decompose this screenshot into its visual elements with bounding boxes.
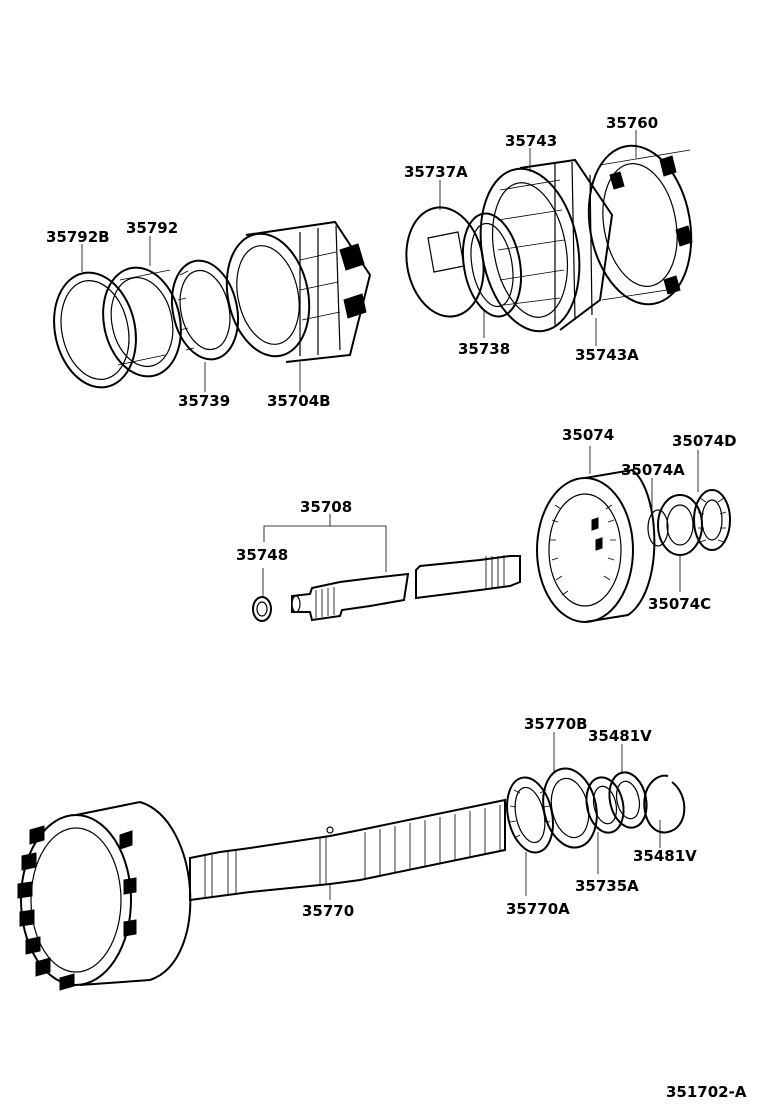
label-35074: 35074 bbox=[562, 426, 614, 444]
label-35481V-top: 35481V bbox=[588, 727, 652, 745]
part-35738-bearing bbox=[461, 212, 523, 318]
part-35735A-ring bbox=[585, 776, 625, 834]
label-35792: 35792 bbox=[126, 219, 178, 237]
label-35770A: 35770A bbox=[506, 900, 570, 918]
bracket-35708 bbox=[263, 514, 387, 572]
part-35481V-ring-b bbox=[643, 774, 686, 834]
figure-code: 351702-A bbox=[666, 1083, 747, 1101]
leaders-top-left bbox=[81, 236, 301, 392]
part-35743-carrier bbox=[479, 158, 614, 333]
label-35704B: 35704B bbox=[267, 392, 331, 410]
leaders-middle bbox=[589, 446, 699, 592]
part-35704B-drum bbox=[225, 220, 372, 363]
part-35792-race bbox=[102, 266, 182, 378]
label-35748: 35748 bbox=[236, 546, 288, 564]
part-35708-shaft bbox=[291, 555, 521, 622]
label-35737A: 35737A bbox=[404, 163, 468, 181]
part-35770A-bearing bbox=[506, 776, 554, 854]
label-35481V-right: 35481V bbox=[633, 847, 697, 865]
label-35708: 35708 bbox=[300, 498, 352, 516]
part-35739-bearing bbox=[171, 259, 239, 361]
part-labels: 35792B 35792 35739 35704B 35737A 35743 3… bbox=[46, 114, 747, 1101]
label-35735A: 35735A bbox=[575, 877, 639, 895]
label-35792B: 35792B bbox=[46, 228, 110, 246]
label-35074C: 35074C bbox=[648, 595, 711, 613]
label-35770: 35770 bbox=[302, 902, 354, 920]
label-35760: 35760 bbox=[606, 114, 658, 132]
part-35074C-race bbox=[657, 494, 703, 556]
part-35748-ring bbox=[252, 568, 272, 622]
label-35743: 35743 bbox=[505, 132, 557, 150]
part-35074-ring-gear bbox=[536, 468, 656, 623]
label-35739: 35739 bbox=[178, 392, 230, 410]
part-35770-drum-shaft bbox=[17, 798, 506, 991]
label-35074D: 35074D bbox=[672, 432, 737, 450]
leaders-bottom bbox=[329, 732, 661, 900]
label-35743A: 35743A bbox=[575, 346, 639, 364]
part-35792B-ring bbox=[53, 271, 137, 389]
label-35738: 35738 bbox=[458, 340, 510, 358]
label-35074A: 35074A bbox=[621, 461, 685, 479]
part-35760-gear bbox=[587, 144, 693, 306]
part-35074A-washer bbox=[647, 509, 669, 547]
part-35770B-race bbox=[542, 767, 598, 849]
label-35770B: 35770B bbox=[524, 715, 588, 733]
leaders-top-right bbox=[439, 130, 637, 346]
part-35074D-bearing bbox=[693, 489, 731, 551]
